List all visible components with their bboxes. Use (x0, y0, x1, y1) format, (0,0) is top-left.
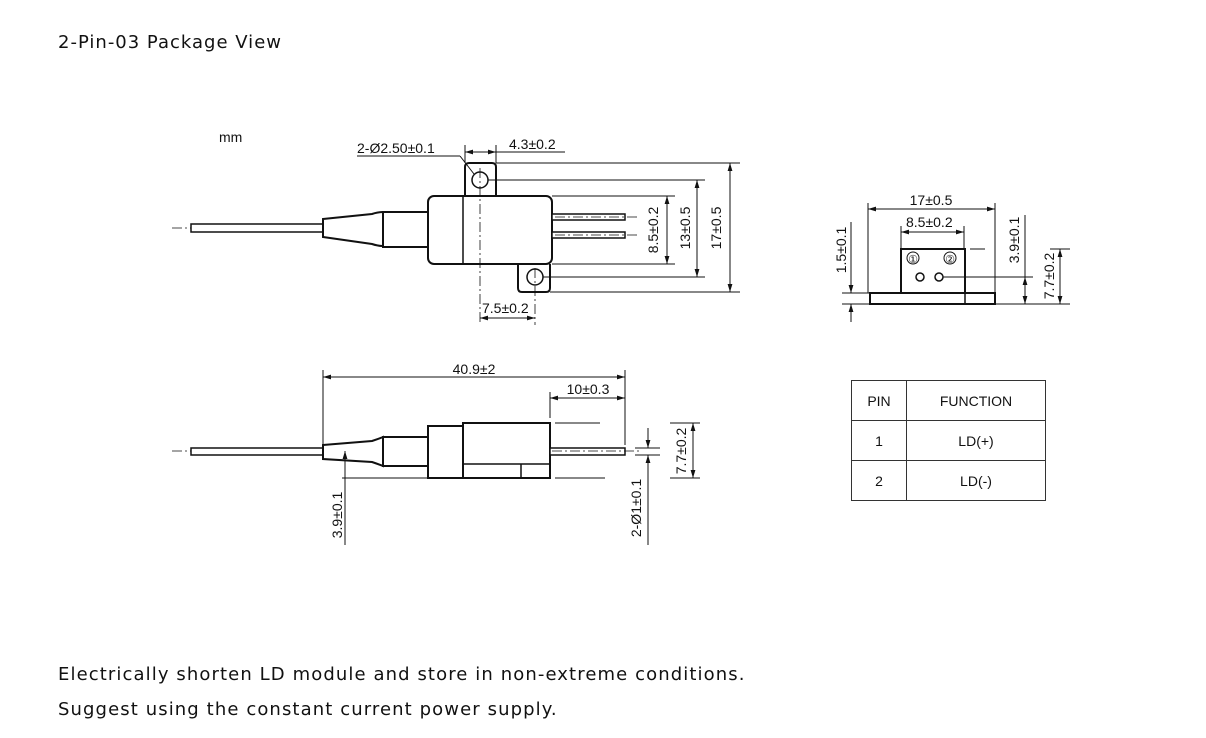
end-view: ① ② 17±0.5 8.5±0.2 3.9±0.1 7.7±0.2 1.5±0… (833, 192, 1070, 322)
block-width-dim: 8.5±0.2 (906, 214, 953, 230)
end-width-dim: 17±0.5 (910, 192, 953, 208)
units-label: mm (219, 129, 242, 145)
pin-number: 2 (851, 460, 907, 501)
end-height-dim: 7.7±0.2 (1041, 252, 1057, 299)
pin-diameter-dim: 2-Ø1±0.1 (628, 479, 644, 537)
pin1-marker: ① (908, 254, 918, 266)
side-length-dim: 40.9±2 (453, 361, 496, 377)
side-height-dim: 7.7±0.2 (673, 427, 689, 474)
page-title: 2-Pin-03 Package View (58, 32, 282, 53)
table-row: 1 LD(+) (851, 420, 1046, 461)
pin2-marker: ② (945, 254, 955, 266)
base-thickness-dim: 1.5±0.1 (833, 226, 849, 273)
header-pin: PIN (851, 380, 907, 421)
pin-spacing-dim: 8.5±0.2 (645, 206, 661, 253)
top-view: mm 2-Ø2.50±0.1 4.3±0.2 (172, 129, 740, 325)
side-fiber-height-dim: 3.9±0.1 (329, 491, 345, 538)
storage-note: Electrically shorten LD module and store… (58, 664, 746, 685)
pin-length-dim: 10±0.3 (567, 381, 610, 397)
header-function: FUNCTION (906, 380, 1046, 421)
side-view: 40.9±2 10±0.3 3.9±0.1 2-Ø1±0.1 7.7±0.2 (172, 361, 700, 545)
pin-function: LD(-) (906, 460, 1046, 501)
hole-spacing-dim: 13±0.5 (677, 206, 693, 249)
pin-function-table: PIN FUNCTION 1 LD(+) 2 LD(-) (851, 380, 1046, 501)
pin-number: 1 (851, 420, 907, 461)
overall-width-dim: 17±0.5 (708, 206, 724, 249)
end-pin-height-dim: 3.9±0.1 (1006, 216, 1022, 263)
tab-width-dim: 4.3±0.2 (509, 136, 556, 152)
table-row: 2 LD(-) (851, 460, 1046, 501)
pin-function: LD(+) (906, 420, 1046, 461)
table-header-row: PIN FUNCTION (851, 380, 1046, 421)
power-supply-note: Suggest using the constant current power… (58, 699, 558, 720)
hole-offset-dim: 7.5±0.2 (482, 300, 529, 316)
hole-diameter-label: 2-Ø2.50±0.1 (357, 140, 435, 156)
